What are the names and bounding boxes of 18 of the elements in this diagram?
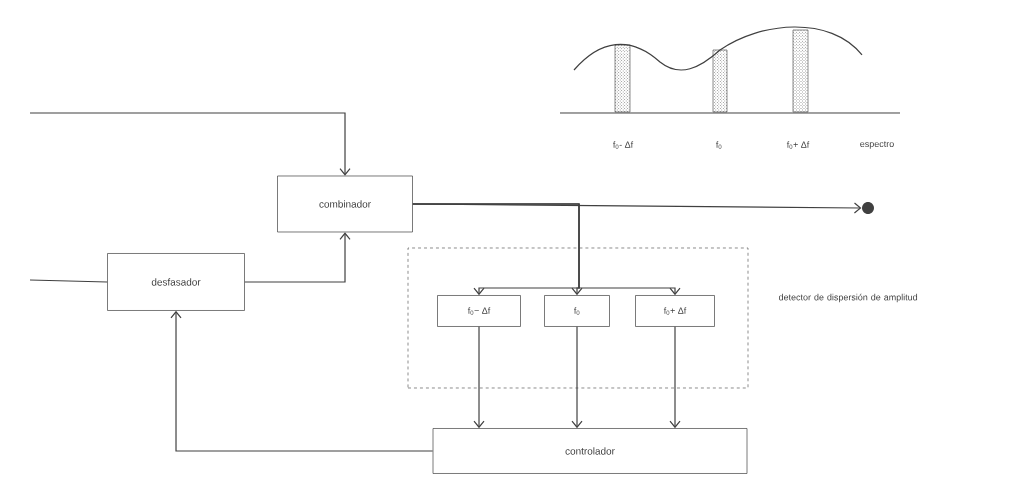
- arrow: [244, 232, 351, 283]
- block-box: f$_{0}$+ Δf: [635, 295, 715, 327]
- arrow: [170, 310, 434, 452]
- axis-label: f$_{0}$- Δf: [613, 141, 634, 149]
- axis-label: f$_{0}$: [715, 141, 722, 149]
- group-heading: detector de dispersión de amplitud: [779, 293, 918, 303]
- block-box: f$_{0}$: [544, 295, 610, 327]
- arrow: [412, 203, 681, 296]
- arrow: [571, 326, 583, 429]
- block-box: controlador: [432, 428, 748, 474]
- block-box: f$_{0}$− Δf: [437, 295, 521, 327]
- arrow: [669, 326, 681, 429]
- axis-label: f$_{0}$+ Δf: [786, 141, 810, 149]
- block-box: desfasador: [107, 253, 245, 311]
- arrow: [473, 326, 485, 429]
- axis-label: espectro: [860, 141, 894, 149]
- arrow: [29, 112, 351, 176]
- block-box: combinador: [277, 175, 413, 233]
